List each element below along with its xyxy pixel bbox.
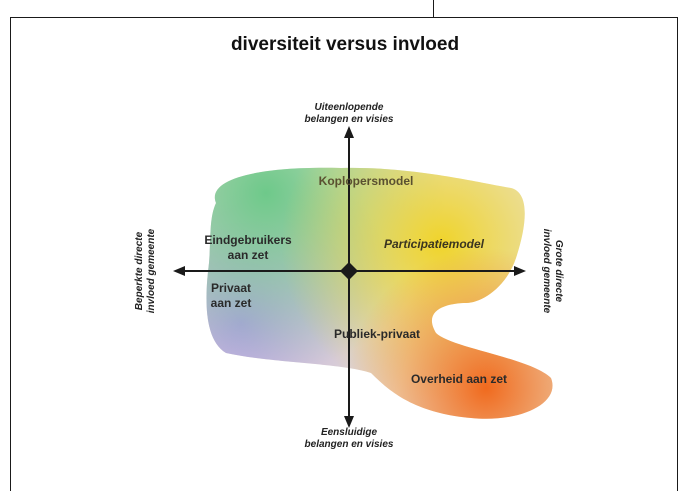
region-eindgebruikers-line1: Eindgebruikers [204,233,292,247]
axis-right-label-2: invloed gemeente [541,229,552,314]
region-overheid: Overheid aan zet [411,372,507,386]
axes [173,126,526,428]
axis-left-label-2: invloed gemeente [146,228,157,313]
region-eindgebruikers-line2: aan zet [228,248,269,262]
region-koplopersmodel: Koplopersmodel [319,174,414,188]
top-divider-tick [433,0,434,17]
axis-top-label-1: Uiteenlopende [315,102,384,113]
region-privaat-line2: aan zet [211,296,252,310]
diagram-frame: diversiteit versus invloed [10,17,678,491]
axis-top-label-2: belangen en visies [305,114,394,125]
down-arrow-icon [344,416,354,428]
axis-bottom-label-1: Eensluidige [321,427,378,438]
diversity-influence-diagram: Uiteenlopende belangen en visies Eenslui… [134,102,564,450]
right-arrow-icon [514,266,526,276]
axis-right-label-1: Grote directe [553,240,564,303]
axis-left-label-1: Beperkte directe [134,231,145,310]
left-arrow-icon [173,266,185,276]
page-title: diversiteit versus invloed [230,34,460,55]
axis-bottom-label-2: belangen en visies [305,439,394,450]
region-participatiemodel: Participatiemodel [384,237,485,251]
region-privaat-line1: Privaat [211,281,251,295]
region-publiek-privaat: Publiek-privaat [334,327,420,341]
center-diamond-icon [340,262,358,280]
up-arrow-icon [344,126,354,138]
